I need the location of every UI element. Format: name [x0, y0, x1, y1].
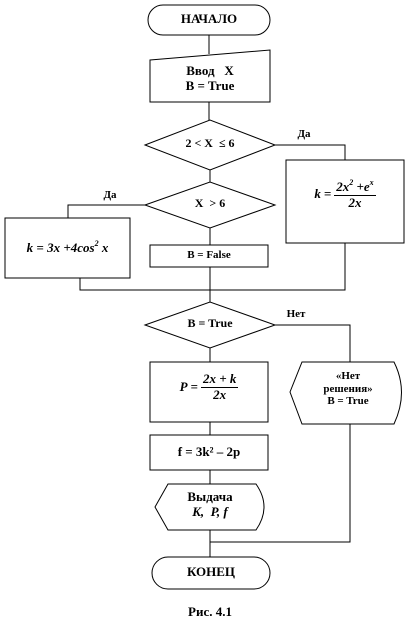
k-right-formula: k = 2x2 +ex 2x	[314, 178, 376, 211]
p-formula: P = 2x + k 2x	[179, 371, 239, 403]
figure-caption: Рис. 4.1	[188, 604, 232, 619]
k-left-rhs: 3x +4cos	[47, 240, 95, 255]
connectors	[67, 35, 351, 557]
k-left-tail: x	[98, 240, 109, 255]
start-label: НАЧАЛО	[180, 11, 238, 26]
decision-range-label: 2 < X ≤ 6	[185, 136, 235, 150]
k-left-formula: k = 3x +4cos2 x	[26, 239, 109, 255]
decision-x-gt-6-label: X > 6	[194, 196, 226, 210]
no-solution-line-1: «Нет	[335, 370, 361, 382]
p-formula-fraction: 2x + k 2x	[200, 371, 239, 403]
set-false-block	[149, 244, 269, 268]
end-label: КОНЕЦ	[186, 564, 236, 579]
no-solution-label: «Нет решения» B = True	[300, 370, 396, 408]
no-solution-line-2: решения»	[323, 382, 373, 395]
f-formula: f = 3k² – 2p	[177, 444, 241, 459]
p-formula-den: 2x	[213, 386, 227, 402]
k-right-fraction: 2x2 +ex 2x	[334, 178, 376, 211]
f-formula-block	[149, 434, 269, 471]
input-line-1: Ввод Х	[186, 63, 234, 78]
k-right-den: 2x	[348, 194, 362, 210]
p-formula-num: 2x + k	[200, 371, 239, 388]
output-title: Выдача	[187, 489, 233, 504]
input-label: Ввод Х B = True	[150, 63, 270, 94]
input-block	[149, 49, 271, 103]
decision-x-gt-6	[143, 181, 277, 229]
k-right-num-b: +e	[353, 179, 370, 194]
decision-x-gt-6-yes: Да	[103, 189, 117, 201]
k-right-num-exp-b: x	[369, 178, 374, 187]
output-label: Выдача K, P, f	[160, 489, 260, 520]
p-formula-block	[149, 361, 269, 423]
k-right-num-a: 2x	[336, 179, 350, 194]
no-solution-line-3: B = True	[327, 395, 369, 408]
output-display	[154, 483, 265, 531]
input-line-2: B = True	[185, 77, 235, 93]
p-formula-lhs: P	[179, 378, 188, 394]
k-left-lhs: k	[26, 240, 34, 255]
no-solution-display	[289, 361, 402, 425]
k-right-lhs: k	[314, 185, 321, 201]
decision-b-true-no: Нет	[286, 308, 306, 320]
end-terminator	[151, 556, 271, 590]
decision-b-true-label: B = True	[187, 316, 233, 330]
decision-range-yes: Да	[297, 128, 311, 140]
k-right-num-exp-a: 2	[349, 178, 354, 187]
set-false-label: B = False	[187, 249, 231, 261]
output-vars: K, P, f	[192, 503, 228, 519]
k-left-exp: 2	[94, 239, 99, 248]
